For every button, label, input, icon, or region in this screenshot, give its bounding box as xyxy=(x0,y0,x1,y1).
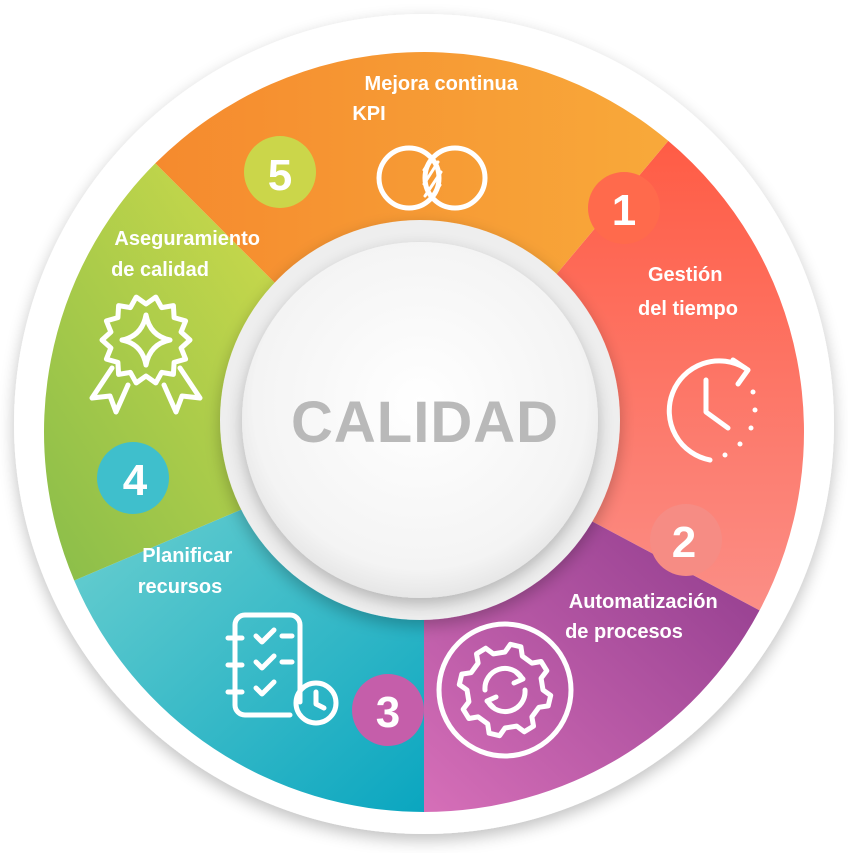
segment-2-label: Automatización de procesos xyxy=(565,591,723,643)
center-title: CALIDAD xyxy=(291,390,559,455)
clock-icon xyxy=(666,357,758,463)
quality-badge-icon xyxy=(89,294,203,415)
segment-1-label-line-2: del tiempo xyxy=(638,298,738,320)
gear-sync-icon xyxy=(436,621,574,759)
segment-3-label-line-2: recursos xyxy=(138,576,223,598)
segment-1-label-line-1: Gestión xyxy=(648,264,722,286)
segment-5 xyxy=(155,52,669,319)
segment-1-label: Gestión del tiempo xyxy=(638,264,738,320)
overlapping-circles-icon xyxy=(376,145,488,211)
segment-2-knob xyxy=(650,504,722,576)
segment-4-number: 4 xyxy=(123,456,148,505)
segment-4-label-line-2: de calidad xyxy=(111,259,209,281)
segment-5-label: Mejora continua KPI xyxy=(352,73,523,125)
segment-5-knob xyxy=(244,136,316,208)
segment-4-knob xyxy=(97,442,169,514)
segment-2-label-line-1: Automatización xyxy=(569,591,718,613)
segment-5-label-line-2: KPI xyxy=(352,103,385,125)
center-circle xyxy=(242,242,598,598)
segment-3-knob xyxy=(352,674,424,746)
segment-2-number: 2 xyxy=(672,518,696,567)
segment-3-label: Planificar recursos xyxy=(138,545,238,598)
segment-3-label-line-1: Planificar xyxy=(142,545,232,567)
segment-3-number: 3 xyxy=(376,688,400,737)
segment-2-label-line-2: de procesos xyxy=(565,621,683,643)
segment-1-knob xyxy=(588,172,660,244)
segment-4-label-line-1: Aseguramiento xyxy=(114,228,260,250)
segment-5-label-line-1: Mejora continua xyxy=(365,73,519,95)
segment-4-label: Aseguramiento de calidad xyxy=(111,228,265,281)
segment-5-number: 5 xyxy=(268,151,292,200)
checklist-clock-icon xyxy=(225,612,339,726)
segment-1-number: 1 xyxy=(612,186,636,235)
